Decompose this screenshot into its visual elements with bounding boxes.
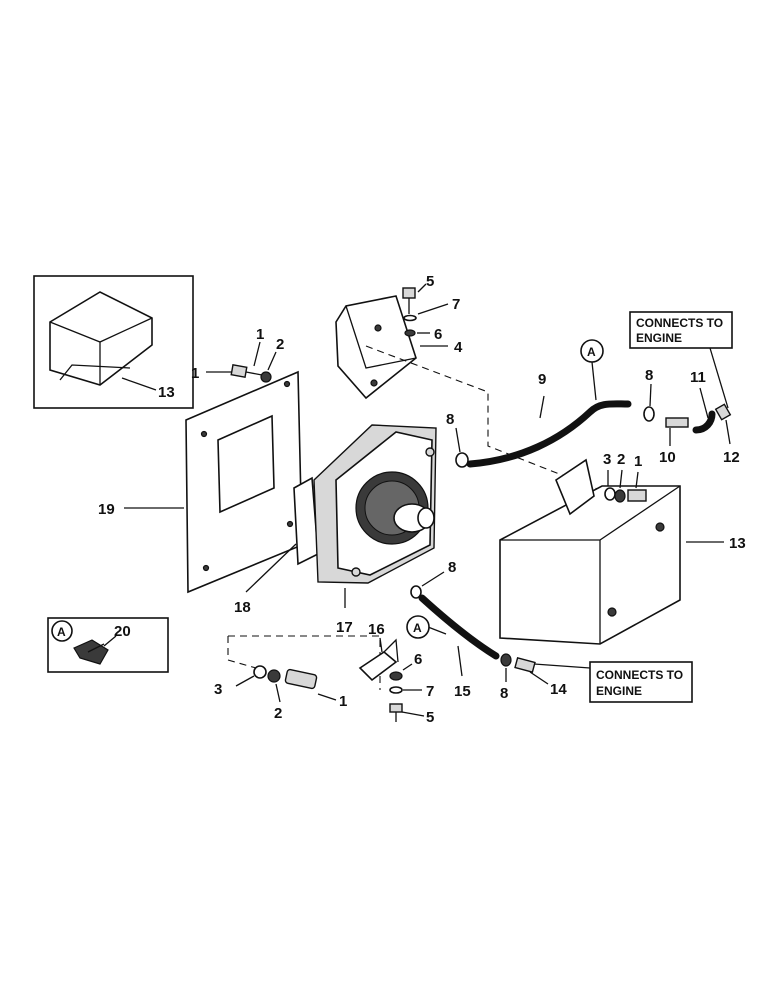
callout-3-left: 3 bbox=[214, 681, 222, 698]
clamp-lower-right bbox=[500, 653, 512, 667]
marker-a-top: A bbox=[580, 339, 604, 363]
fitting-14 bbox=[514, 656, 536, 674]
upper-hose bbox=[466, 400, 632, 468]
callout-17: 17 bbox=[336, 619, 353, 636]
callout-2-left: 2 bbox=[276, 336, 284, 353]
heater-fan-assembly bbox=[313, 424, 437, 584]
callout-14: 14 bbox=[550, 681, 567, 698]
fittings-top bbox=[665, 403, 732, 434]
callout-4: 4 bbox=[454, 339, 463, 356]
callout-13-main: 13 bbox=[729, 535, 746, 552]
callout-6-bottom: 6 bbox=[414, 651, 422, 668]
lower-hose bbox=[418, 594, 500, 660]
callout-13-inset: 13 bbox=[158, 384, 175, 401]
callout-6-top: 6 bbox=[434, 326, 442, 343]
clamp-lower-heater bbox=[410, 585, 422, 599]
cover-bracket bbox=[555, 458, 595, 516]
callout-18: 18 bbox=[234, 599, 251, 616]
callout-19: 19 bbox=[98, 501, 115, 518]
callout-10: 10 bbox=[659, 449, 676, 466]
callout-16: 16 bbox=[368, 621, 385, 638]
callout-15: 15 bbox=[454, 683, 471, 700]
note-connects-top: CONNECTS TO ENGINE bbox=[629, 311, 733, 349]
lower-hardware bbox=[389, 671, 403, 722]
svg-text:A: A bbox=[413, 621, 422, 635]
callout-3-right: 3 bbox=[603, 451, 611, 468]
clamp-upper-right bbox=[643, 406, 655, 422]
callout-20: 20 bbox=[114, 623, 131, 640]
inset-clip-view: A bbox=[47, 617, 169, 673]
callout-11: 11 bbox=[690, 369, 706, 386]
top-hardware bbox=[402, 287, 417, 337]
lower-bracket bbox=[358, 638, 399, 682]
callout-5-bottom: 5 bbox=[426, 709, 434, 726]
left-bolt bbox=[230, 364, 272, 383]
callout-9: 9 bbox=[538, 371, 546, 388]
svg-text:A: A bbox=[57, 625, 66, 639]
callout-5-top: 5 bbox=[426, 273, 434, 290]
mounting-plate bbox=[185, 370, 303, 594]
callout-7-bottom: 7 bbox=[426, 683, 434, 700]
callout-8-lower-left: 8 bbox=[448, 559, 456, 576]
clamp-upper-heater bbox=[455, 452, 469, 468]
marker-a-bottom: A bbox=[406, 615, 430, 639]
note-connects-bottom: CONNECTS TO ENGINE bbox=[589, 661, 693, 703]
svg-text:CONNECTS TO: CONNECTS TO bbox=[636, 316, 723, 330]
callout-1-right: 1 bbox=[634, 453, 642, 470]
callout-8-upper-left: 8 bbox=[446, 411, 454, 428]
callout-8-lower-right: 8 bbox=[500, 685, 508, 702]
callout-1-leftup: 1 bbox=[256, 326, 264, 343]
callout-1-left: 1 bbox=[191, 365, 199, 382]
cover-box bbox=[499, 485, 681, 645]
svg-text:A: A bbox=[587, 345, 596, 359]
callout-2-bottom: 2 bbox=[274, 705, 282, 722]
callout-1-bottom: 1 bbox=[339, 693, 347, 710]
lower-left-hardware bbox=[253, 665, 318, 690]
svg-text:ENGINE: ENGINE bbox=[596, 684, 642, 698]
callout-8-upper-right: 8 bbox=[645, 367, 653, 384]
callout-7-top: 7 bbox=[452, 296, 460, 313]
callout-12: 12 bbox=[723, 449, 740, 466]
svg-text:CONNECTS TO: CONNECTS TO bbox=[596, 668, 683, 682]
upper-bracket bbox=[335, 295, 417, 400]
svg-text:ENGINE: ENGINE bbox=[636, 331, 682, 345]
right-hardware bbox=[604, 487, 647, 503]
callout-2-right: 2 bbox=[617, 451, 625, 468]
inset-cover-view bbox=[33, 275, 194, 409]
